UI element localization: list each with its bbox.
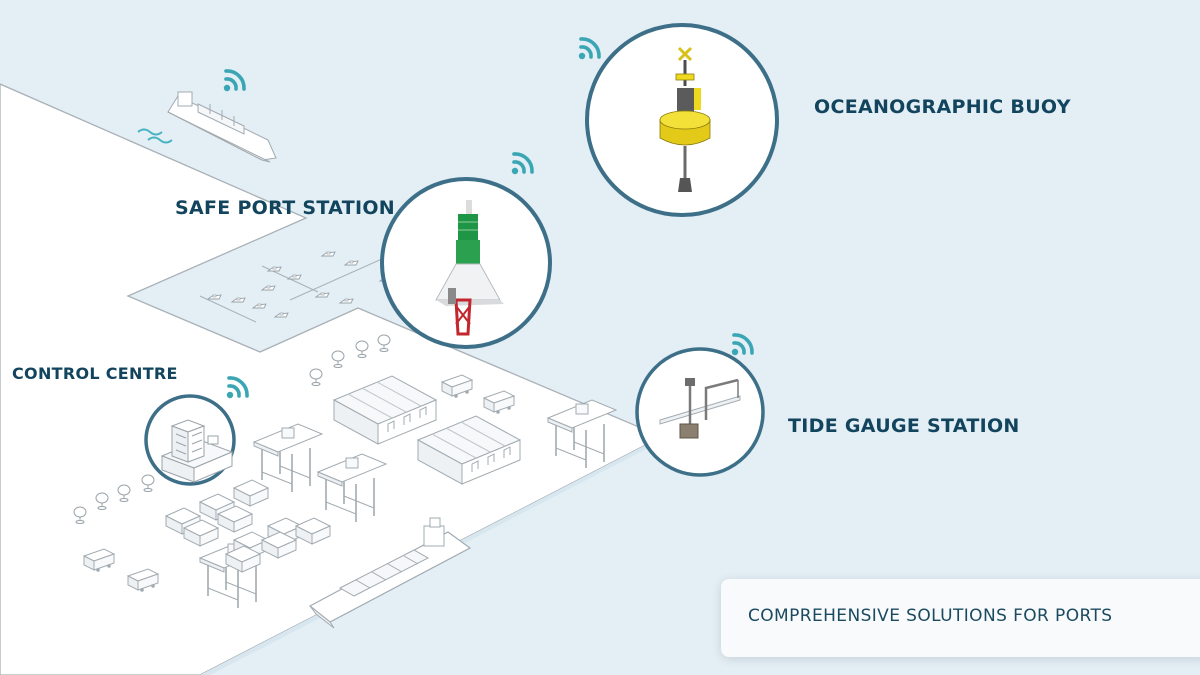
safe-port-station-node	[380, 177, 552, 349]
tide-gauge-station-label: TIDE GAUGE STATION	[788, 415, 1020, 437]
container-ship-icon	[308, 517, 472, 629]
banner-text: COMPREHENSIVE SOLUTIONS FOR PORTS	[748, 606, 1113, 626]
light-station-icon	[435, 200, 504, 336]
tide-gauge-station-node	[635, 347, 765, 477]
safe-port-station-label: SAFE PORT STATION	[175, 197, 395, 219]
solutions-banner: COMPREHENSIVE SOLUTIONS FOR PORTS	[721, 579, 1200, 657]
cargo-ship-icon	[167, 91, 277, 163]
control-building-icon	[160, 419, 234, 483]
oceanographic-buoy-label: OCEANOGRAPHIC BUOY	[814, 96, 1071, 118]
tide-gauge-icon	[659, 378, 741, 439]
control-centre-node	[144, 394, 236, 486]
oceanographic-buoy-node	[585, 23, 779, 217]
buoy-icon	[659, 46, 711, 192]
waves	[137, 128, 173, 144]
control-centre-label: CONTROL CENTRE	[12, 364, 178, 383]
